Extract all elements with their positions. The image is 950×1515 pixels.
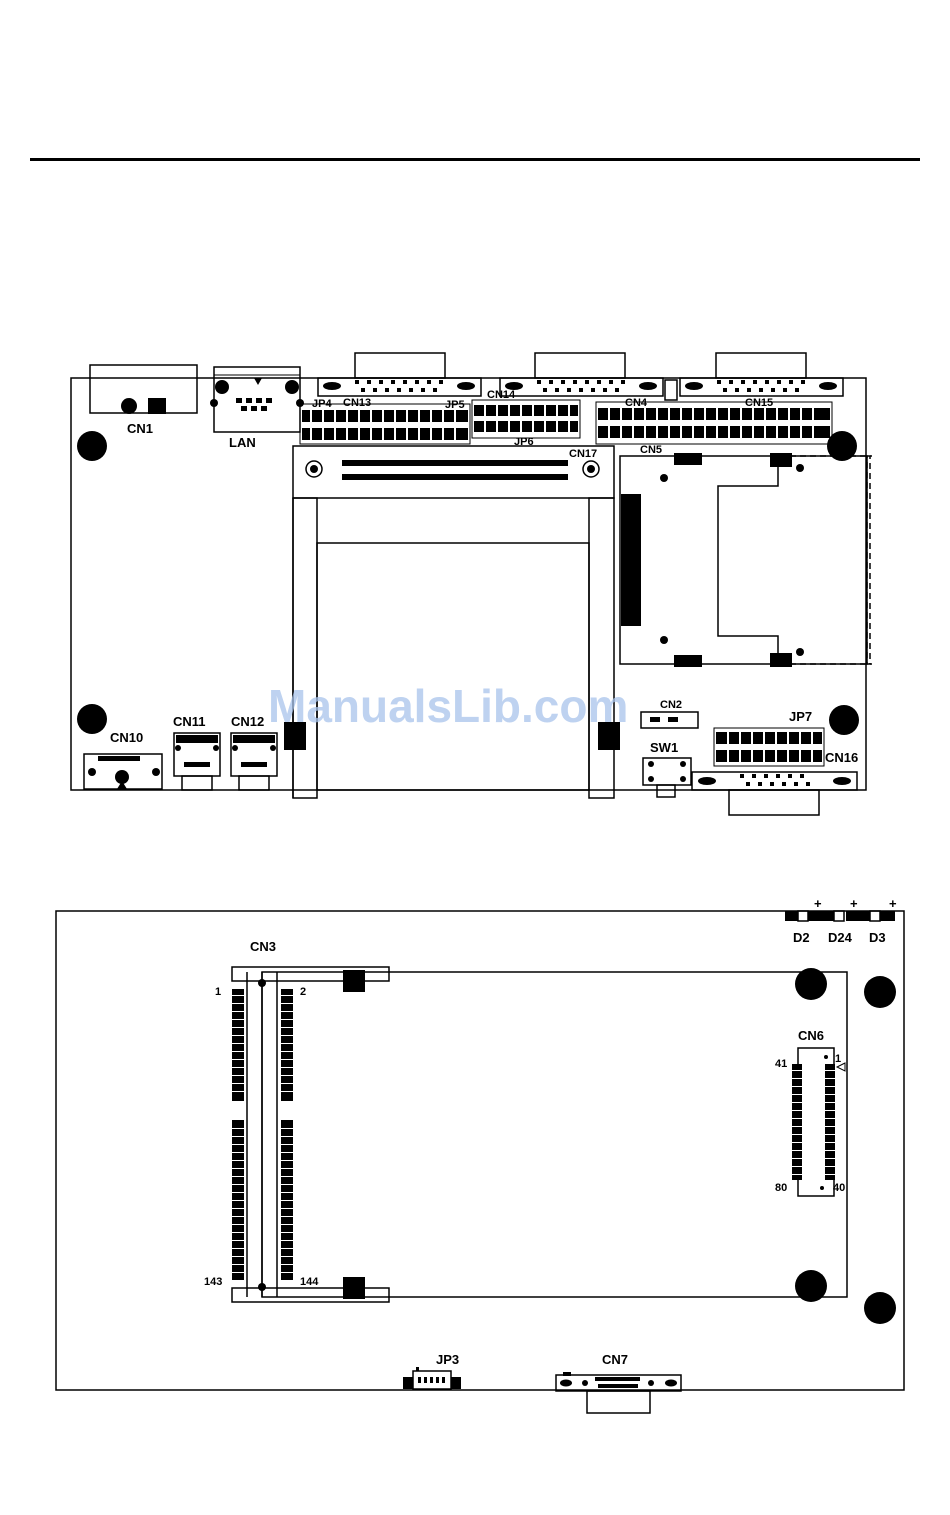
- cn4-label: CN4: [625, 397, 648, 409]
- jp7-label: JP7: [789, 709, 812, 724]
- d24-label: D24: [828, 930, 853, 945]
- cn17-label: CN17: [569, 448, 597, 460]
- mounting-hole-bottom-left: [77, 704, 107, 734]
- cn11-label: CN11: [173, 714, 206, 729]
- cn10-connector: [84, 754, 162, 789]
- cn15-label: CN15: [745, 397, 773, 409]
- cn12-label: CN12: [231, 714, 264, 729]
- cn13-label: CN13: [343, 397, 371, 409]
- cn7-connector: [556, 1372, 681, 1413]
- d2-polarity-mark: +: [814, 896, 822, 911]
- cn6-pin-41-label: 41: [775, 1058, 787, 1070]
- cn7-label: CN7: [602, 1352, 628, 1367]
- cn5-socket: [620, 453, 872, 667]
- cn3-socket: [232, 967, 847, 1302]
- cn2-label: CN2: [660, 699, 682, 711]
- d3-polarity-mark: +: [889, 896, 897, 911]
- db-connector-3: [680, 353, 843, 396]
- cn6-pin-80-label: 80: [775, 1182, 787, 1194]
- db-connector-1: [318, 353, 481, 396]
- jp3-label: JP3: [436, 1352, 459, 1367]
- cn14-label: CN14: [487, 389, 516, 401]
- cn5-label: CN5: [640, 444, 662, 456]
- cn6-label: CN6: [798, 1028, 824, 1043]
- d24-polarity-mark: +: [850, 896, 858, 911]
- lan-connector: [210, 367, 304, 432]
- jp4-label: JP4: [312, 398, 332, 410]
- bottom-board: + + + D2 D24 D3: [56, 896, 904, 1413]
- card-slot-cn17: [284, 446, 620, 798]
- cn6-connector: [792, 1048, 845, 1196]
- cn3-label: CN3: [250, 939, 276, 954]
- top-board: CN1 LAN: [71, 353, 872, 815]
- cn3-pin-144-label: 144: [300, 1276, 319, 1288]
- watermark-text: ManualsLib.com: [268, 680, 628, 732]
- cn16-label: CN16: [825, 750, 858, 765]
- cn3-pin-143-label: 143: [204, 1276, 222, 1288]
- d2-label: D2: [793, 930, 810, 945]
- d3-label: D3: [869, 930, 886, 945]
- jp3-header: [403, 1367, 461, 1389]
- bottom-board-outline: [56, 911, 904, 1390]
- mounting-hole-b: [864, 976, 896, 1008]
- cn3-pin-1-label: 1: [215, 986, 221, 998]
- mounting-hole-d: [864, 1292, 896, 1324]
- cn3-pin-2-label: 2: [300, 986, 306, 998]
- cn10-label: CN10: [110, 730, 143, 745]
- sw1-switch: [643, 758, 691, 797]
- cn16-connector: [692, 772, 857, 815]
- cn1-connector: [90, 365, 197, 414]
- sw1-label: SW1: [650, 740, 678, 755]
- cn1-label: CN1: [127, 421, 153, 436]
- db-connector-2: [500, 353, 663, 396]
- mounting-hole-top-left: [77, 431, 107, 461]
- jp7-header: [714, 728, 824, 766]
- header-row-middle: [472, 400, 580, 438]
- led-indicators: [785, 911, 895, 921]
- lan-label: LAN: [229, 435, 256, 450]
- cn2-connector: [641, 712, 698, 728]
- jp5-label: JP5: [445, 399, 465, 411]
- cn11-connector: [174, 733, 220, 790]
- small-jumper-top: [665, 380, 677, 400]
- cn6-pin-1-label: 1: [835, 1053, 841, 1065]
- mounting-hole-a: [795, 968, 827, 1000]
- cn6-pin-40-label: 40: [833, 1182, 845, 1194]
- cn12-connector: [231, 733, 277, 790]
- mounting-hole-bottom-right: [829, 705, 859, 735]
